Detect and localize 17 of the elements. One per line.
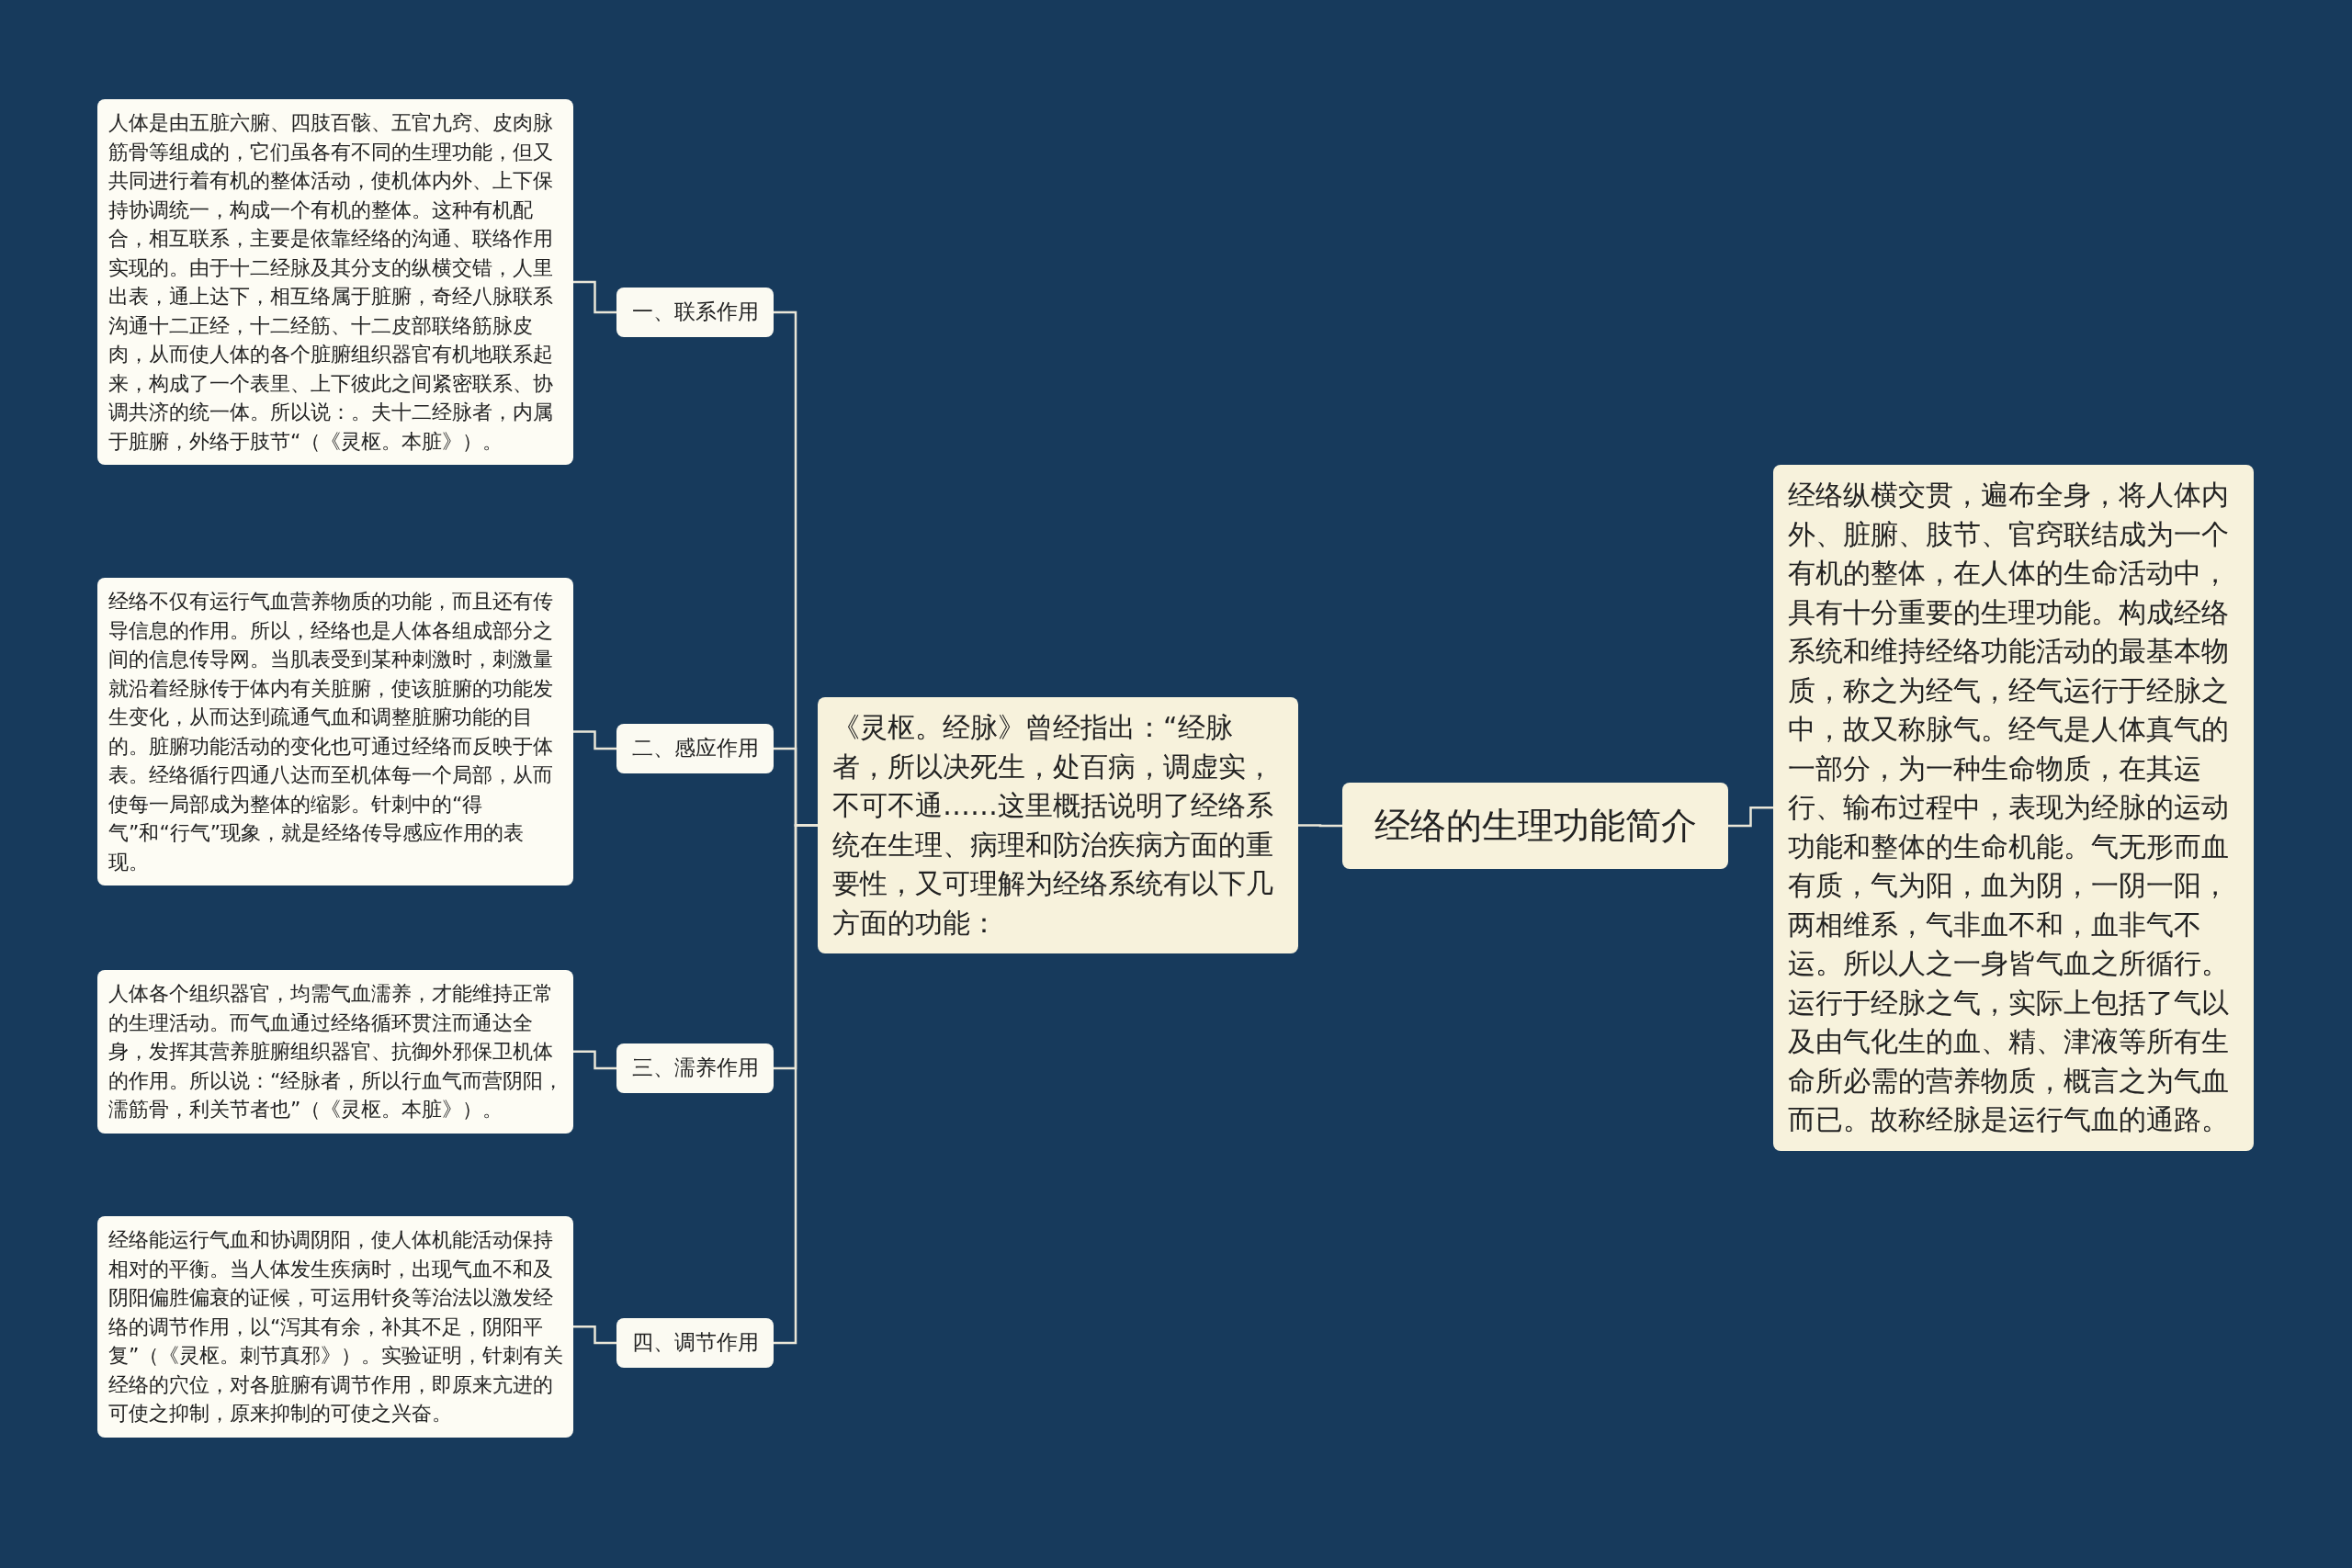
description-box: 经络纵横交贯，遍布全身，将人体内外、脏腑、肢节、官窍联结成为一个有机的整体，在人体的生命活动中，具有十分重要的生理功能。构成经络系统和维持经络功能活动的最基本物质，称之为经气，经气运行于经脉之中，故又称脉气。经气是人体真气的一部分，为一种生命物质，在其运行、输布过程中，表现为经脉的运动功能和整体的生命机能。气无形而血有质，气为阳，血为阴，一阴一阳，两相维系，气非血不和，血非气不运。所以人之一身皆气血之所循行。运行于经脉之气，实际上包括了气以及由气化生的血、精、津液等所有生命所必需的营养物质，概言之为气血而已。故称经脉是运行气血的通路。 <box>1773 465 2254 1151</box>
branch-topic-box: 三、濡养作用 <box>616 1043 774 1093</box>
detail-text-box: 人体是由五脏六腑、四肢百骸、五官九窍、皮肉脉筋骨等组成的，它们虽各有不同的生理功能，但又共同进行着有机的整体活动，使机体内外、上下保持协调统一，构成一个有机的整体。这种有机配合，相互联系，主要是依靠经络的沟通、联络作用实现的。由于十二经脉及其分支的纵横交错，人里出表，通上达下，相互络属于脏腑，奇经八脉联系沟通十二正经，十二经筋、十二皮部联络筋脉皮肉，从而使人体的各个脏腑组织器官有机地联系起来，构成了一个表里、上下彼此之间紧密联系、协调共济的统一体。所以说：。夫十二经脉者，内属于脏腑，外络于肢节“（《灵枢。本脏》）。 <box>97 99 573 465</box>
branch-topic-box: 一、联系作用 <box>616 288 774 337</box>
detail-text-box: 经络能运行气血和协调阴阳，使人体机能活动保持相对的平衡。当人体发生疾病时，出现气血不和及阴阳偏胜偏衰的证候，可运用针灸等治法以激发经络的调节作用，以“泻其有余，补其不足，阴阳平复”（《灵枢。刺节真邪》）。实验证明，针刺有关经络的穴位，对各脏腑有调节作用，即原来亢进的可使之抑制，原来抑制的可使之兴奋。 <box>97 1216 573 1438</box>
central-topic-box: 经络的生理功能简介 <box>1342 783 1728 869</box>
connector-line <box>1298 824 1342 828</box>
connector-line <box>1728 807 1773 828</box>
connector-line <box>573 730 616 750</box>
connector-line <box>573 1325 616 1345</box>
detail-text-box: 人体各个组织器官，均需气血濡养，才能维持正常的生理活动。而气血通过经络循环贯注而通达全身，发挥其营养脏腑组织器官、抗御外邪保卫机体的作用。所以说：“经脉者，所以行血气而营阴阳，濡筋骨，利关节者也”（《灵枢。本脏》）。 <box>97 970 573 1134</box>
branch-topic-box: 四、调节作用 <box>616 1318 774 1368</box>
connector-line <box>573 280 616 314</box>
summary-box: 《灵枢。经脉》曾经指出：“经脉者，所以决死生，处百病，调虚实，不可不通……这里概括说明了经络系统在生理、病理和防治疾病方面的重要性，又可理解为经络系统有以下几方面的功能： <box>818 697 1298 953</box>
detail-text-box: 经络不仅有运行气血营养物质的功能，而且还有传导信息的作用。所以，经络也是人体各组成部分之间的信息传导网。当肌表受到某种刺激时，刺激量就沿着经脉传于体内有关脏腑，使该脏腑的功能发生变化，从而达到疏通气血和调整脏腑功能的目的。脏腑功能活动的变化也可通过经络而反映于体表。经络循行四通八达而至机体每一个局部，从而使每一局部成为整体的缩影。针刺中的“得气”和“行气”现象，就是经络传导感应作用的表现。 <box>97 578 573 886</box>
connector-line <box>573 1050 616 1070</box>
branch-topic-box: 二、感应作用 <box>616 724 774 773</box>
